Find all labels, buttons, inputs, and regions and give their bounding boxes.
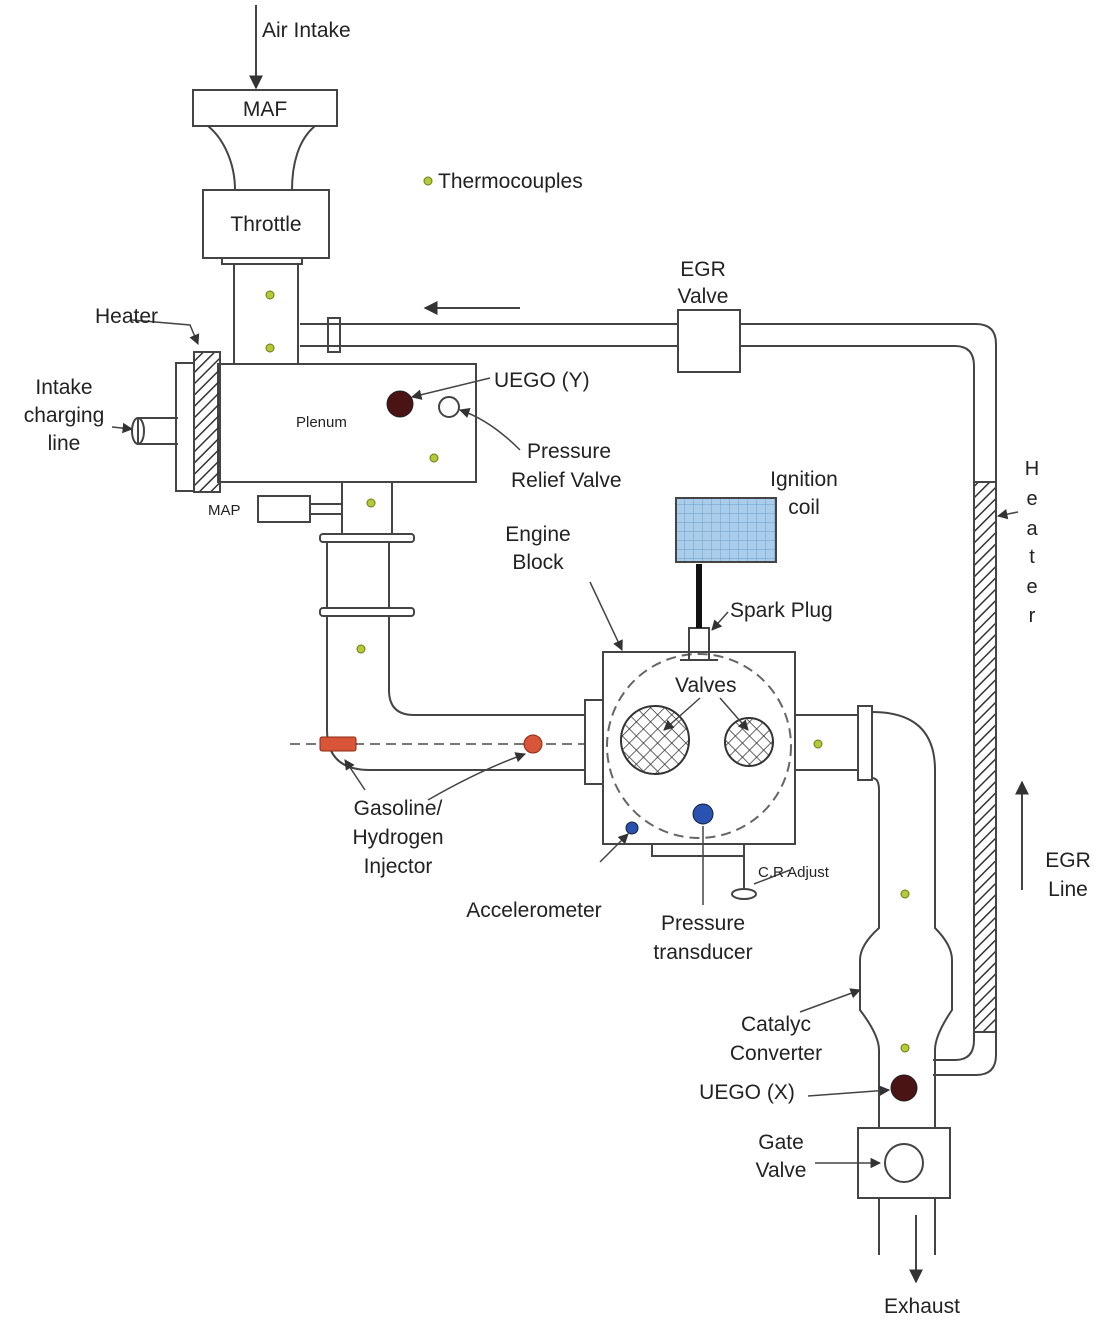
injector-leader-1 <box>344 759 366 791</box>
label-gate-valve-2: Valve <box>756 1159 807 1182</box>
thermocouple-dot <box>356 644 366 654</box>
label-heater-right-5: r <box>1029 605 1036 627</box>
exhaust-valve <box>724 717 774 767</box>
heater-right-leader <box>996 508 1019 520</box>
label-injector-2: Hydrogen <box>352 826 443 849</box>
injector-leader-2 <box>427 752 526 801</box>
ignition-coil-box <box>675 497 777 563</box>
thermocouple-legend-dot <box>423 176 433 186</box>
exhaust-flange <box>857 705 873 781</box>
label-air-intake: Air Intake <box>262 19 351 42</box>
left-heater-block <box>193 351 221 493</box>
label-thermocouples: Thermocouples <box>438 170 583 193</box>
label-intake-charging-1: Intake <box>35 376 92 399</box>
intake-flange-2 <box>319 607 415 617</box>
pressure-transducer-sensor <box>692 803 714 825</box>
thermocouple-dot <box>900 889 910 899</box>
label-spark-plug: Spark Plug <box>730 599 833 622</box>
label-intake-charging-3: line <box>48 432 81 455</box>
label-injector-1: Gasoline/ <box>354 797 443 820</box>
thermocouple-dot <box>900 1043 910 1053</box>
label-pressure-transducer-1: Pressure <box>661 912 745 935</box>
thermocouple-dot <box>813 739 823 749</box>
engine-block-leader <box>589 581 623 651</box>
thermocouple-dot <box>366 498 376 508</box>
intake-charging-leader <box>111 422 134 434</box>
label-pressure-relief-1: Pressure <box>527 440 611 463</box>
thermocouple-dot <box>265 343 275 353</box>
plenum-box <box>217 363 477 483</box>
label-uego-y: UEGO (Y) <box>494 369 590 392</box>
label-heater-left: Heater <box>95 305 158 328</box>
map-sensor-box <box>257 495 311 523</box>
uego-y-leader <box>410 377 491 400</box>
label-ignition-coil-2: coil <box>788 496 820 519</box>
intake-flange-1 <box>319 533 415 543</box>
label-injector-3: Injector <box>364 855 433 878</box>
label-uego-x: UEGO (X) <box>699 1081 795 1104</box>
label-heater-right-3: t <box>1029 546 1035 568</box>
label-egr-line-1: EGR <box>1045 849 1091 872</box>
injector-hydrogen <box>523 734 543 754</box>
pressure-relief-leader <box>459 408 521 451</box>
label-catalytic-2: Converter <box>730 1042 822 1065</box>
label-throttle: Throttle <box>230 213 301 236</box>
egr-valve-box <box>677 309 741 373</box>
egr-flange-top <box>327 317 341 353</box>
label-accelerometer: Accelerometer <box>466 899 601 922</box>
injector-gasoline <box>319 736 357 752</box>
label-map: MAP <box>208 502 241 519</box>
valves-leader-1 <box>663 697 701 731</box>
label-gate-valve-1: Gate <box>758 1131 804 1154</box>
thermocouple-dot <box>429 453 439 463</box>
throttle-flange <box>221 257 303 265</box>
thermocouple-dot <box>265 290 275 300</box>
label-engine-block-2: Block <box>512 551 564 574</box>
label-pressure-transducer-2: transducer <box>653 941 752 964</box>
label-catalytic-1: Catalyc <box>741 1013 811 1036</box>
uego-x-leader <box>807 1085 891 1097</box>
valves-leader-2 <box>719 697 749 731</box>
uego-y-sensor <box>386 390 414 418</box>
label-egr-valve-2: Valve <box>678 285 729 308</box>
label-ignition-coil-1: Ignition <box>770 468 838 491</box>
label-heater-right-2: a <box>1026 518 1038 540</box>
label-heater-right-1: e <box>1026 488 1037 510</box>
uego-x-sensor <box>890 1074 918 1102</box>
cr-adjust-leader <box>753 869 791 885</box>
spark-plug-leader <box>711 611 729 631</box>
label-plenum: Plenum <box>296 414 347 431</box>
label-maf: MAF <box>243 98 287 121</box>
pressure-relief-valve <box>438 396 460 418</box>
right-heater-strip <box>973 481 997 1033</box>
label-cr-adjust: C.R Adjust <box>758 864 830 881</box>
label-heater-right-4: e <box>1026 576 1037 598</box>
label-pressure-relief-2: Relief Valve <box>511 469 622 492</box>
accelerometer-sensor <box>625 821 639 835</box>
label-egr-valve-1: EGR <box>680 258 726 281</box>
catalytic-leader <box>799 988 861 1013</box>
maf-box <box>192 89 338 127</box>
label-intake-charging-2: charging <box>24 404 105 427</box>
heater-left-leader <box>131 319 200 345</box>
accelerometer-leader <box>599 833 629 863</box>
engine-block-box <box>602 651 796 845</box>
cylinder-outline <box>606 653 792 839</box>
label-egr-line-2: Line <box>1048 878 1088 901</box>
label-heater-right-0: H <box>1025 458 1039 480</box>
maf-funnel <box>207 125 316 191</box>
label-exhaust: Exhaust <box>884 1295 960 1318</box>
label-engine-block-1: Engine <box>505 523 570 546</box>
label-valves: Valves <box>675 674 736 697</box>
gate-valve-disc <box>884 1143 924 1183</box>
